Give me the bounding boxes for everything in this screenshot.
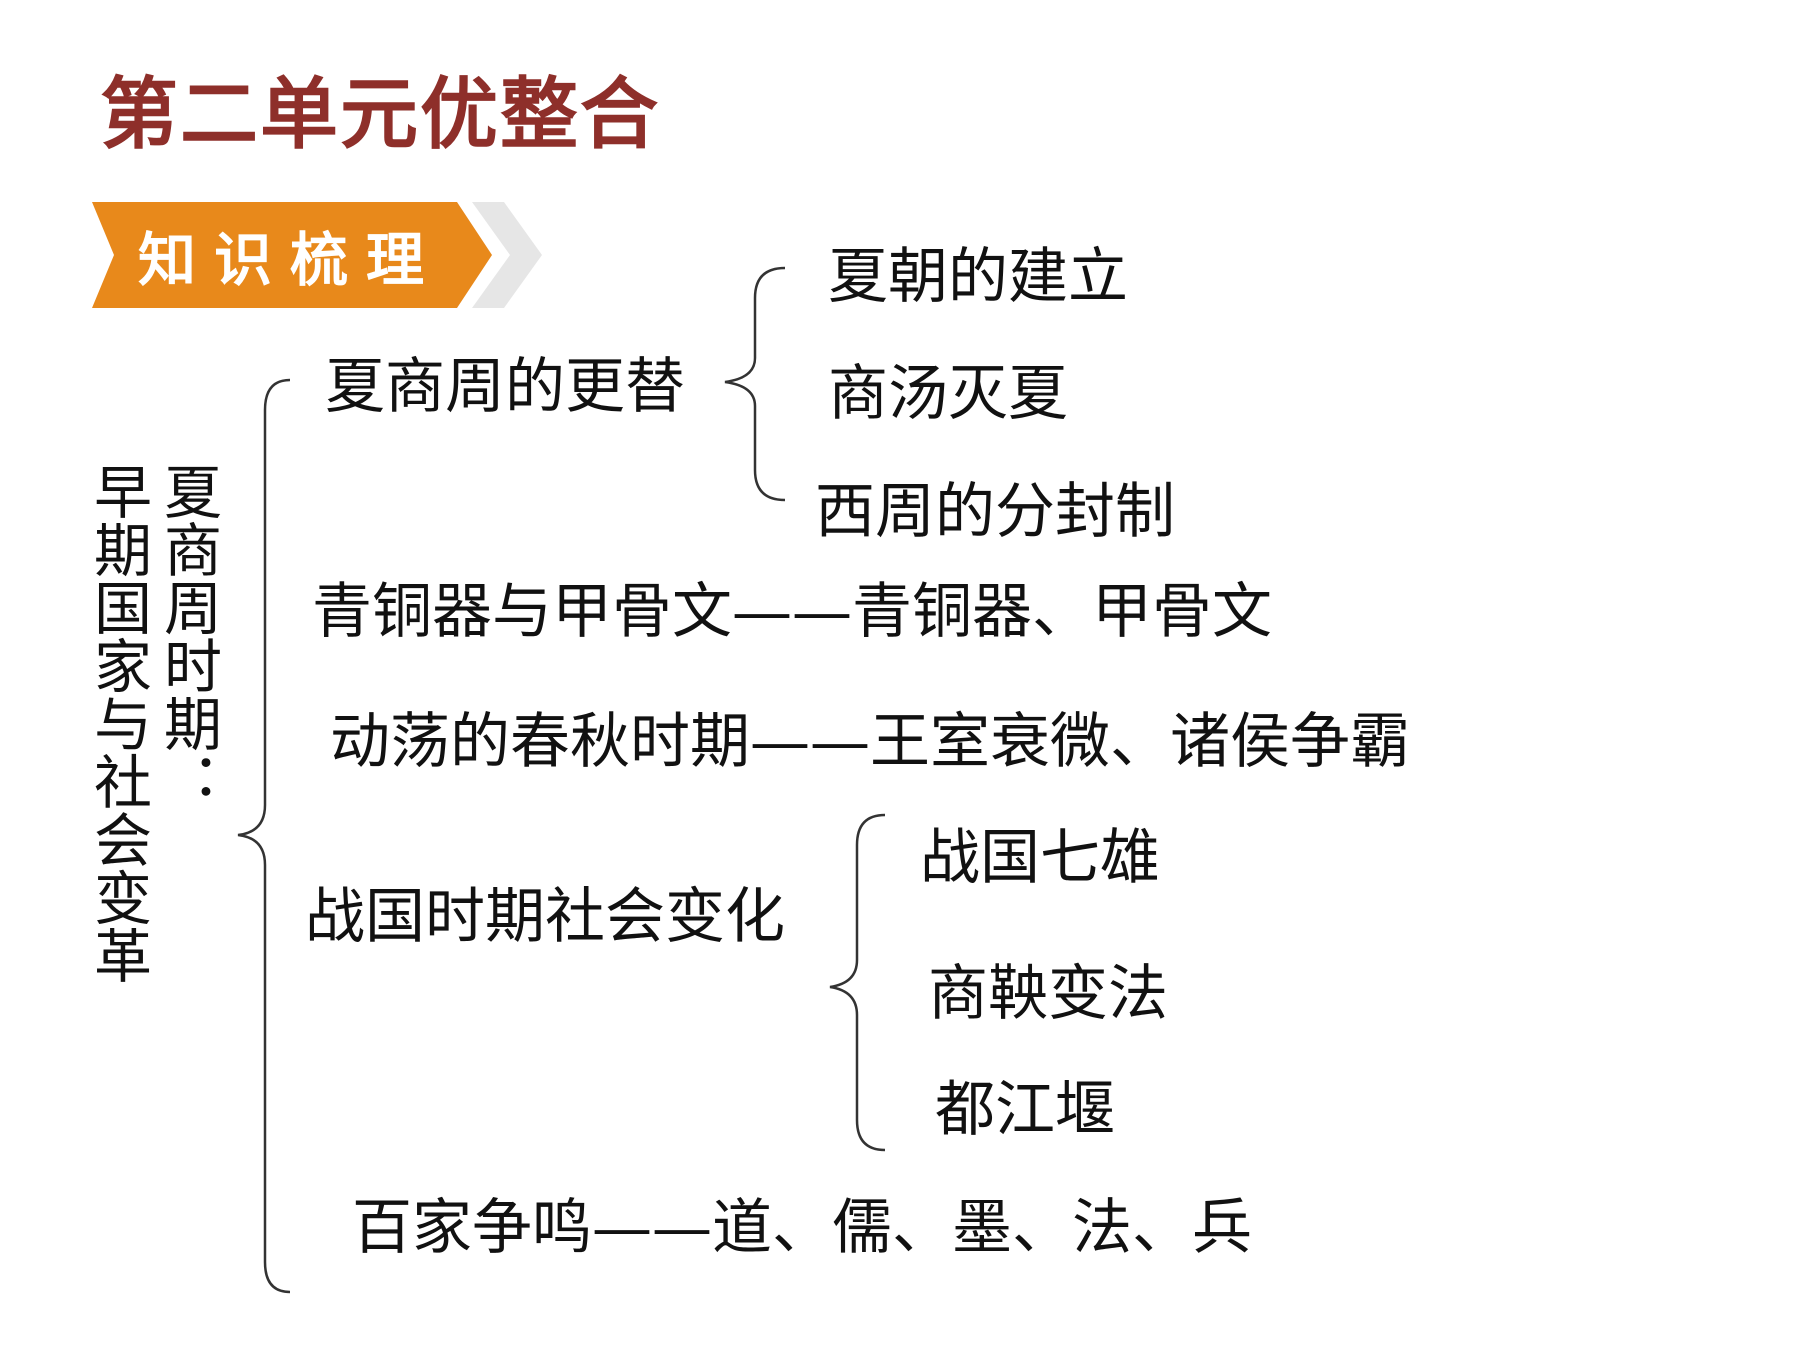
xsz-brace [724, 266, 786, 502]
xsz-child-1: 夏朝的建立 [828, 242, 1128, 312]
banner-label: 知识梳理 [138, 226, 443, 294]
page-title: 第二单元优整合 [100, 70, 661, 160]
zhanguo-child-2: 商鞅变法 [928, 959, 1168, 1029]
root-label-period: 夏商周时期： [154, 462, 222, 810]
branch-chunqiu: 动荡的春秋时期——王室衰微、诸侯争霸 [330, 707, 1410, 777]
banner-arrow-shape [92, 200, 542, 310]
xsz-child-2: 商汤灭夏 [828, 359, 1068, 429]
xsz-child-3: 西周的分封制 [815, 477, 1175, 547]
main-brace [237, 378, 291, 1294]
branch-xia-shang-zhou: 夏商周的更替 [325, 352, 685, 422]
root-label-main: 早期国家与社会变革 [84, 462, 152, 984]
zhanguo-brace [829, 813, 886, 1152]
section-banner: 知识梳理 [92, 200, 542, 310]
branch-baijia: 百家争鸣——道、儒、墨、法、兵 [352, 1193, 1252, 1263]
branch-zhanguo: 战国时期社会变化 [305, 882, 785, 952]
zhanguo-child-1: 战国七雄 [920, 823, 1160, 893]
zhanguo-child-3: 都江堰 [935, 1075, 1115, 1145]
branch-bronze: 青铜器与甲骨文——青铜器、甲骨文 [312, 577, 1272, 647]
